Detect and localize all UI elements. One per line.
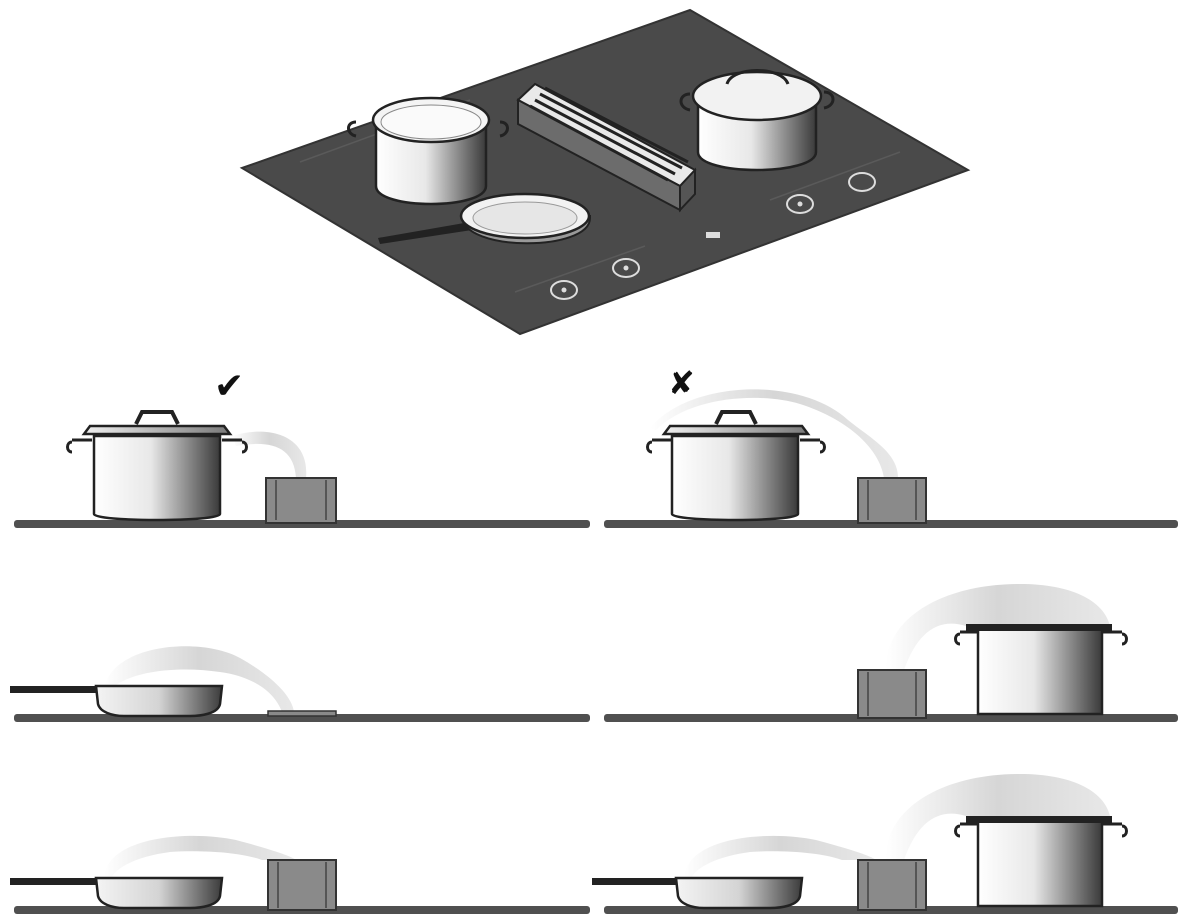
extractor-box — [265, 477, 337, 524]
steam-plume — [232, 431, 307, 478]
panel-correct-lid — [14, 410, 590, 528]
hob-illustration — [239, 8, 971, 336]
pot-body — [670, 434, 800, 522]
panel-pan-extractor — [10, 835, 590, 914]
steam-plume — [684, 835, 876, 880]
pan-body — [94, 876, 224, 910]
pot-lid — [81, 424, 233, 436]
extractor-box — [267, 859, 337, 911]
steam-plume — [104, 835, 296, 880]
pot-rim — [966, 624, 1112, 631]
hob-surface — [239, 8, 971, 336]
pan-body — [94, 684, 224, 718]
pan-handle — [592, 878, 682, 885]
pot-rim — [966, 816, 1112, 823]
incorrect-cross-mark: ✘ — [668, 364, 695, 402]
panel-incorrect-lid — [604, 389, 1178, 528]
hob-control-knob — [612, 258, 640, 278]
pot-body — [976, 626, 1104, 716]
pot-lid — [661, 424, 811, 436]
extractor-box — [857, 669, 927, 719]
pot-body — [92, 434, 222, 522]
hob-frying-pan — [378, 192, 591, 245]
steam-plume — [885, 584, 1110, 670]
hob-left-pot — [347, 96, 509, 206]
pan-body — [674, 876, 804, 910]
extractor-box — [857, 859, 927, 911]
hob-control-knob — [848, 172, 876, 192]
pan-handle — [10, 686, 102, 693]
panel-pan-extractor-pot — [592, 774, 1178, 914]
hob-controls — [550, 172, 876, 300]
extractor-box-flush — [267, 710, 337, 717]
lid-handle — [714, 410, 758, 425]
correct-check-mark: ✔ — [214, 366, 245, 407]
hob-extractor-grille — [516, 82, 697, 213]
panel-tall-pot-extractor — [604, 584, 1178, 722]
steam-plume — [885, 774, 1110, 860]
panel-pan-flush-extractor — [10, 646, 590, 722]
steam-plume — [650, 389, 898, 478]
pot-body — [976, 818, 1104, 908]
hob-power-indicator — [706, 232, 720, 238]
extractor-box — [857, 477, 927, 524]
hob-control-knob — [550, 280, 578, 300]
pan-handle — [10, 878, 102, 885]
hob-right-pot — [679, 69, 835, 172]
lid-handle — [134, 410, 180, 425]
hob-control-knob — [786, 194, 814, 214]
steam-plume — [104, 646, 294, 712]
